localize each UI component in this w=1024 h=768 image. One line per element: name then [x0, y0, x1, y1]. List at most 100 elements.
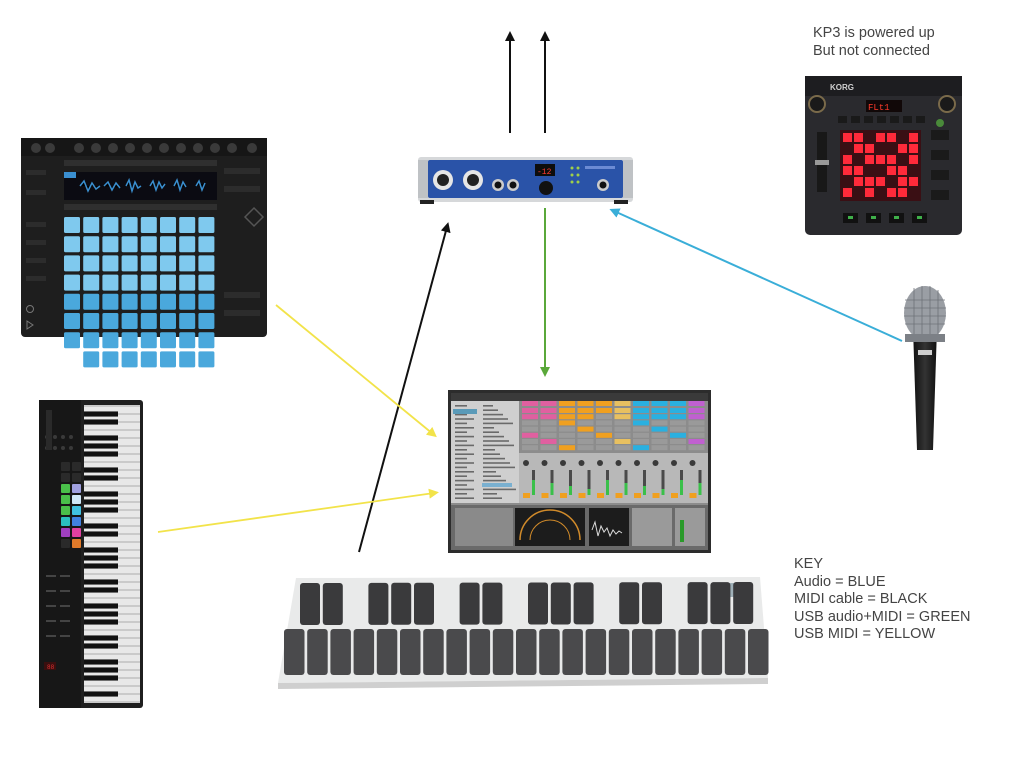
- daw-browser-selected: [453, 409, 477, 414]
- kboard-white-key: [562, 629, 583, 675]
- launchkey-pad: [72, 517, 81, 526]
- launchkey-black-key: [84, 587, 118, 593]
- daw-clip-slot: [670, 426, 686, 432]
- daw-clip-slot: [688, 439, 705, 444]
- daw-clip-slot: [688, 420, 705, 426]
- daw-level-meter: [587, 489, 591, 495]
- daw-clip-slot: [633, 426, 649, 432]
- daw-clip-slot: [614, 408, 631, 413]
- daw-browser-row: [455, 466, 467, 469]
- daw-pan-knob: [597, 460, 603, 466]
- daw-track-header: [688, 401, 705, 406]
- push-pad: [83, 217, 100, 233]
- daw-browser-row: [455, 493, 467, 495]
- daw-track-header: [540, 401, 557, 406]
- push-pad: [64, 274, 80, 291]
- launchkey-black-key: [84, 555, 118, 561]
- daw-clip-slot: [577, 408, 594, 413]
- launchkey-pad: [72, 528, 81, 537]
- kboard-white-key: [284, 629, 305, 675]
- kboard-black-key: [550, 582, 571, 625]
- usb-midi-launchkey-to-computer: [157, 488, 439, 533]
- daw-clip-slot: [522, 408, 538, 413]
- kboard-black-key: [619, 582, 640, 625]
- daw-browser-row: [455, 475, 467, 477]
- kp3-pad-led: [843, 166, 852, 175]
- daw-clip-slot: [522, 414, 538, 420]
- daw-browser-row: [483, 475, 501, 477]
- daw-browser-row: [455, 422, 467, 425]
- push-pad: [160, 313, 176, 329]
- daw-browser-row: [455, 449, 467, 451]
- daw-pan-knob: [578, 460, 585, 466]
- daw-track-activator: [634, 493, 641, 498]
- daw-browser-row: [455, 418, 474, 420]
- push-pad: [140, 332, 157, 349]
- kboard-white-key: [724, 629, 746, 675]
- push-pad: [198, 313, 215, 329]
- daw-clip-slot: [559, 420, 575, 426]
- ableton-live-daw-screen: [448, 390, 711, 553]
- push-pad: [160, 332, 176, 349]
- daw-clip-slot: [633, 439, 649, 444]
- daw-clip-slot: [688, 432, 705, 438]
- kp3-pad-led: [865, 144, 874, 153]
- novation-launchkey-keyboard: 88: [39, 400, 143, 708]
- launchkey-black-key: [84, 643, 118, 649]
- daw-clip-slot: [651, 432, 668, 438]
- daw-track-activator: [615, 493, 623, 498]
- launchkey-pad: [61, 506, 70, 515]
- daw-level-meter: [698, 483, 702, 495]
- daw-track-activator: [560, 493, 567, 498]
- launchkey-black-key: [84, 603, 118, 609]
- cable-key-legend: KEY Audio = BLUE MIDI cable = BLACK USB …: [794, 556, 971, 644]
- daw-clip-slot: [651, 439, 668, 444]
- push-pad: [102, 236, 119, 253]
- kboard-white-key: [539, 629, 560, 675]
- push-pad: [140, 217, 157, 233]
- daw-fader-track: [661, 470, 665, 495]
- key-item-usb-midi: USB MIDI = YELLOW: [794, 626, 936, 642]
- launchkey-pad: [61, 473, 70, 482]
- kboard-white-key: [516, 629, 537, 675]
- daw-clip-slot: [614, 432, 631, 438]
- kp3-pad-led: [854, 144, 863, 153]
- daw-browser-row: [455, 484, 467, 486]
- push-pad: [179, 255, 196, 272]
- kp3-note-line-2: But not connected: [813, 42, 930, 59]
- daw-clip-slot: [522, 445, 538, 451]
- launchkey-pads: [61, 462, 81, 548]
- daw-pan-knob: [689, 460, 696, 466]
- interface-jacks: [492, 179, 609, 191]
- launchkey-black-key: [84, 531, 118, 537]
- usb-midi-push-to-computer: [275, 304, 437, 438]
- daw-clip-slot: [522, 426, 538, 432]
- daw-clip-slot: [670, 445, 686, 451]
- daw-fader-track: [587, 470, 591, 495]
- kmi-k-board-controller: [278, 577, 769, 689]
- daw-pan-knob: [652, 460, 659, 466]
- kboard-black-key: [642, 582, 662, 625]
- push-pad: [198, 332, 215, 349]
- daw-pan-knob: [541, 460, 548, 466]
- midi-cable-kboard-to-interface: [358, 222, 451, 553]
- kp3-pad-led: [898, 188, 907, 197]
- daw-clip-slot: [596, 408, 612, 413]
- daw-browser-row: [483, 471, 496, 473]
- push-pad: [160, 293, 176, 310]
- launchkey-pad: [61, 462, 70, 471]
- launchkey-black-key: [84, 467, 118, 473]
- push-pad: [179, 274, 196, 291]
- push-pad: [121, 255, 138, 272]
- daw-clip-slot: [670, 439, 686, 444]
- daw-clip-slot: [522, 439, 538, 444]
- daw-browser-row: [483, 409, 498, 411]
- daw-clip-slot: [614, 420, 631, 426]
- launchkey-black-key: [84, 635, 118, 641]
- daw-pan-knob: [634, 460, 640, 466]
- daw-clip-slot: [651, 420, 668, 426]
- push-pad: [64, 313, 80, 329]
- daw-track-header: [614, 401, 631, 406]
- push-pad: [160, 255, 176, 272]
- launchkey-pad: [61, 484, 70, 493]
